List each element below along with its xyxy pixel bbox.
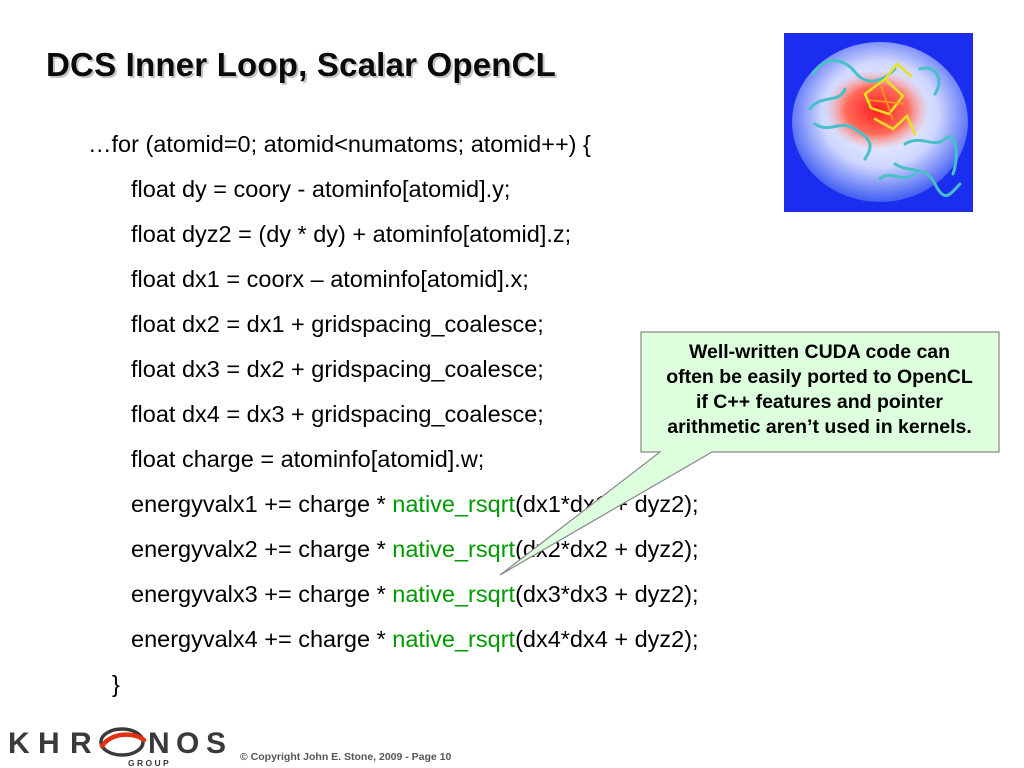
- code-line: float dx4 = dx3 + gridspacing_coalesce;: [131, 401, 544, 427]
- callout-line: if C++ features and pointer: [695, 391, 944, 413]
- function-keyword: native_rsqrt: [392, 536, 516, 562]
- code-line: float dx2 = dx1 + gridspacing_coalesce;: [131, 311, 544, 337]
- code-line: …for (atomid=0; atomid<numatoms; atomid+…: [88, 131, 591, 157]
- callout-line: often be easily ported to OpenCL: [666, 366, 973, 388]
- code-text: energyvalx3 += charge *: [131, 581, 393, 607]
- code-line: float dyz2 = (dy * dy) + atominfo[atomid…: [131, 221, 572, 247]
- logo-letter: H: [38, 727, 60, 760]
- callout-line: arithmetic aren’t used in kernels.: [667, 416, 972, 438]
- code-text: energyvalx4 += charge *: [131, 626, 393, 652]
- code-text: energyvalx1 += charge *: [131, 491, 393, 517]
- code-text: (dx2*dx2 + dyz2);: [515, 536, 699, 562]
- code-line: float charge = atominfo[atomid].w;: [131, 446, 485, 472]
- logo-subtext: G R O U P: [128, 758, 169, 768]
- code-line-energy: energyvalx3 += charge * native_rsqrt(dx3…: [131, 580, 699, 608]
- code-line-energy: energyvalx4 += charge * native_rsqrt(dx4…: [131, 625, 699, 653]
- function-keyword: native_rsqrt: [392, 581, 516, 607]
- logo-letter: S: [206, 727, 226, 760]
- code-closing-brace: }: [112, 671, 120, 697]
- function-keyword: native_rsqrt: [392, 626, 516, 652]
- logo-letter: K: [8, 727, 30, 760]
- copyright-footer: © Copyright John E. Stone, 2009 - Page 1…: [240, 751, 452, 763]
- logo-letter: O: [176, 727, 199, 760]
- code-text: (dx1*dx1 + dyz2);: [515, 491, 699, 517]
- code-line: float dx3 = dx2 + gridspacing_coalesce;: [131, 356, 544, 382]
- logo-letter: N: [148, 727, 170, 760]
- molecule-image: [785, 34, 972, 211]
- logo-ring-icon: [99, 727, 147, 757]
- slide-title: DCS Inner Loop, Scalar OpenCL: [46, 46, 557, 83]
- callout-line: Well-written CUDA code can: [688, 341, 951, 363]
- code-text: (dx3*dx3 + dyz2);: [515, 581, 699, 607]
- logo-letter: R: [70, 727, 92, 760]
- code-line: float dy = coory - atominfo[atomid].y;: [131, 176, 511, 202]
- code-line-energy: energyvalx1 += charge * native_rsqrt(dx1…: [131, 490, 699, 518]
- code-line: float dx1 = coorx – atominfo[atomid].x;: [131, 266, 529, 292]
- code-text: energyvalx2 += charge *: [131, 536, 393, 562]
- code-text: (dx4*dx4 + dyz2);: [515, 626, 699, 652]
- khronos-logo: K H R N O S G R O U P: [8, 727, 226, 768]
- function-keyword: native_rsqrt: [392, 491, 516, 517]
- callout-text: Well-written CUDA code can often be easi…: [642, 340, 997, 440]
- code-line-energy: energyvalx2 += charge * native_rsqrt(dx2…: [131, 535, 699, 563]
